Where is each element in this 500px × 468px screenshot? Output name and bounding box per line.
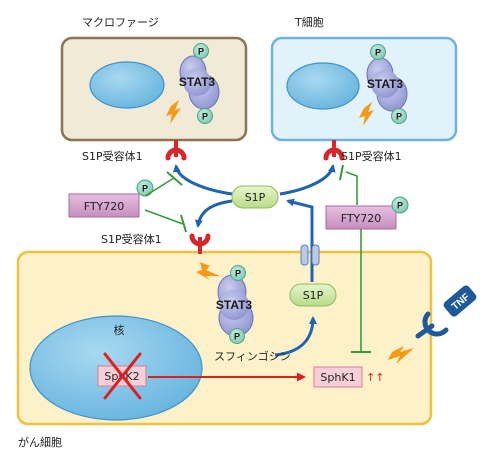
cancer-cell-label: がん細胞 (18, 435, 62, 449)
s1p-intracellular: S1P (289, 283, 337, 307)
s1p-receptor-label-right: S1P受容体1 (341, 149, 402, 163)
arrow-sphingosine-to-s1p (274, 316, 317, 357)
stat3-cancer: STAT3 (216, 274, 254, 337)
inhibit-bar-cancer (180, 214, 187, 233)
stat3-label: STAT3 (179, 75, 216, 89)
sphk1-upregulated: ↑↑ (366, 371, 384, 384)
lightning-icon (388, 346, 414, 364)
s1p-receptor-label-cancer: S1P受容体1 (101, 232, 162, 246)
svg-text:FTY720: FTY720 (84, 200, 125, 213)
arrow-s1p-to-tcell (279, 164, 336, 196)
tnf-ligand: TNF (443, 285, 477, 317)
s1p-receptor-macrophage (165, 140, 187, 161)
macrophage-label: マクロファージ (82, 16, 159, 29)
s1p-receptor-tcell (323, 140, 345, 161)
svg-text:P: P (198, 47, 204, 57)
stat3-label: STAT3 (216, 298, 253, 312)
sphingosine-label: スフィンゴシン (214, 349, 291, 363)
macrophage-nucleus (89, 61, 165, 109)
svg-text:S1P: S1P (303, 289, 324, 302)
lightning-icon (166, 100, 181, 124)
arrow-s1p-to-cancer-receptor (194, 199, 233, 228)
svg-text:P: P (397, 201, 403, 211)
stat3-label: STAT3 (367, 77, 404, 91)
svg-text:P: P (235, 269, 241, 279)
tcell-label: T細胞 (294, 16, 324, 29)
phospho-macrophage-bottom: P (197, 108, 213, 124)
s1p-receptor-label-left: S1P受容体1 (82, 149, 143, 163)
inhibit-bar-tcell (339, 164, 344, 181)
svg-text:P: P (234, 332, 240, 342)
s1p-transporter (300, 244, 320, 266)
s1p-extracellular: S1P (231, 185, 279, 209)
lightning-icon (196, 262, 220, 280)
cross-icon (103, 352, 142, 400)
inhibit-line-macrophage (144, 177, 175, 197)
svg-text:P: P (396, 112, 402, 122)
fty720-right: FTY720 P (325, 196, 409, 230)
svg-text:S1P: S1P (245, 191, 266, 204)
tcell-nucleus (286, 62, 360, 110)
svg-text:P: P (142, 184, 148, 194)
sphk1: SphK1 (313, 366, 363, 388)
svg-text:P: P (375, 48, 381, 58)
inhibit-line-tcell (345, 171, 358, 205)
fty720-left: FTY720 P (68, 179, 154, 218)
inhibit-line-cancer (144, 209, 184, 225)
stat3-tcell: STAT3 (366, 57, 408, 112)
phospho-tcell-top: P (370, 44, 386, 60)
phospho-macrophage-top: P (193, 43, 209, 59)
arrow-s1p-to-macrophage (172, 164, 233, 196)
phospho-tcell-bottom: P (391, 108, 407, 124)
t-cell: STAT3 P P (270, 36, 458, 142)
stat3-macrophage: STAT3 (179, 55, 220, 110)
svg-text:SphK1: SphK1 (320, 371, 355, 384)
svg-text:P: P (202, 112, 208, 122)
phospho-cancer-top: P (230, 265, 246, 281)
svg-text:FTY720: FTY720 (341, 212, 382, 225)
lightning-icon (359, 102, 374, 126)
tnf-receptor (415, 311, 449, 339)
nucleus-label: 核 (114, 323, 125, 337)
phospho-cancer-bottom: P (229, 328, 245, 344)
inhibit-bar-macrophage (166, 171, 183, 186)
s1p-receptor-cancer (189, 233, 211, 254)
macrophage-cell: STAT3 P P (60, 36, 248, 142)
